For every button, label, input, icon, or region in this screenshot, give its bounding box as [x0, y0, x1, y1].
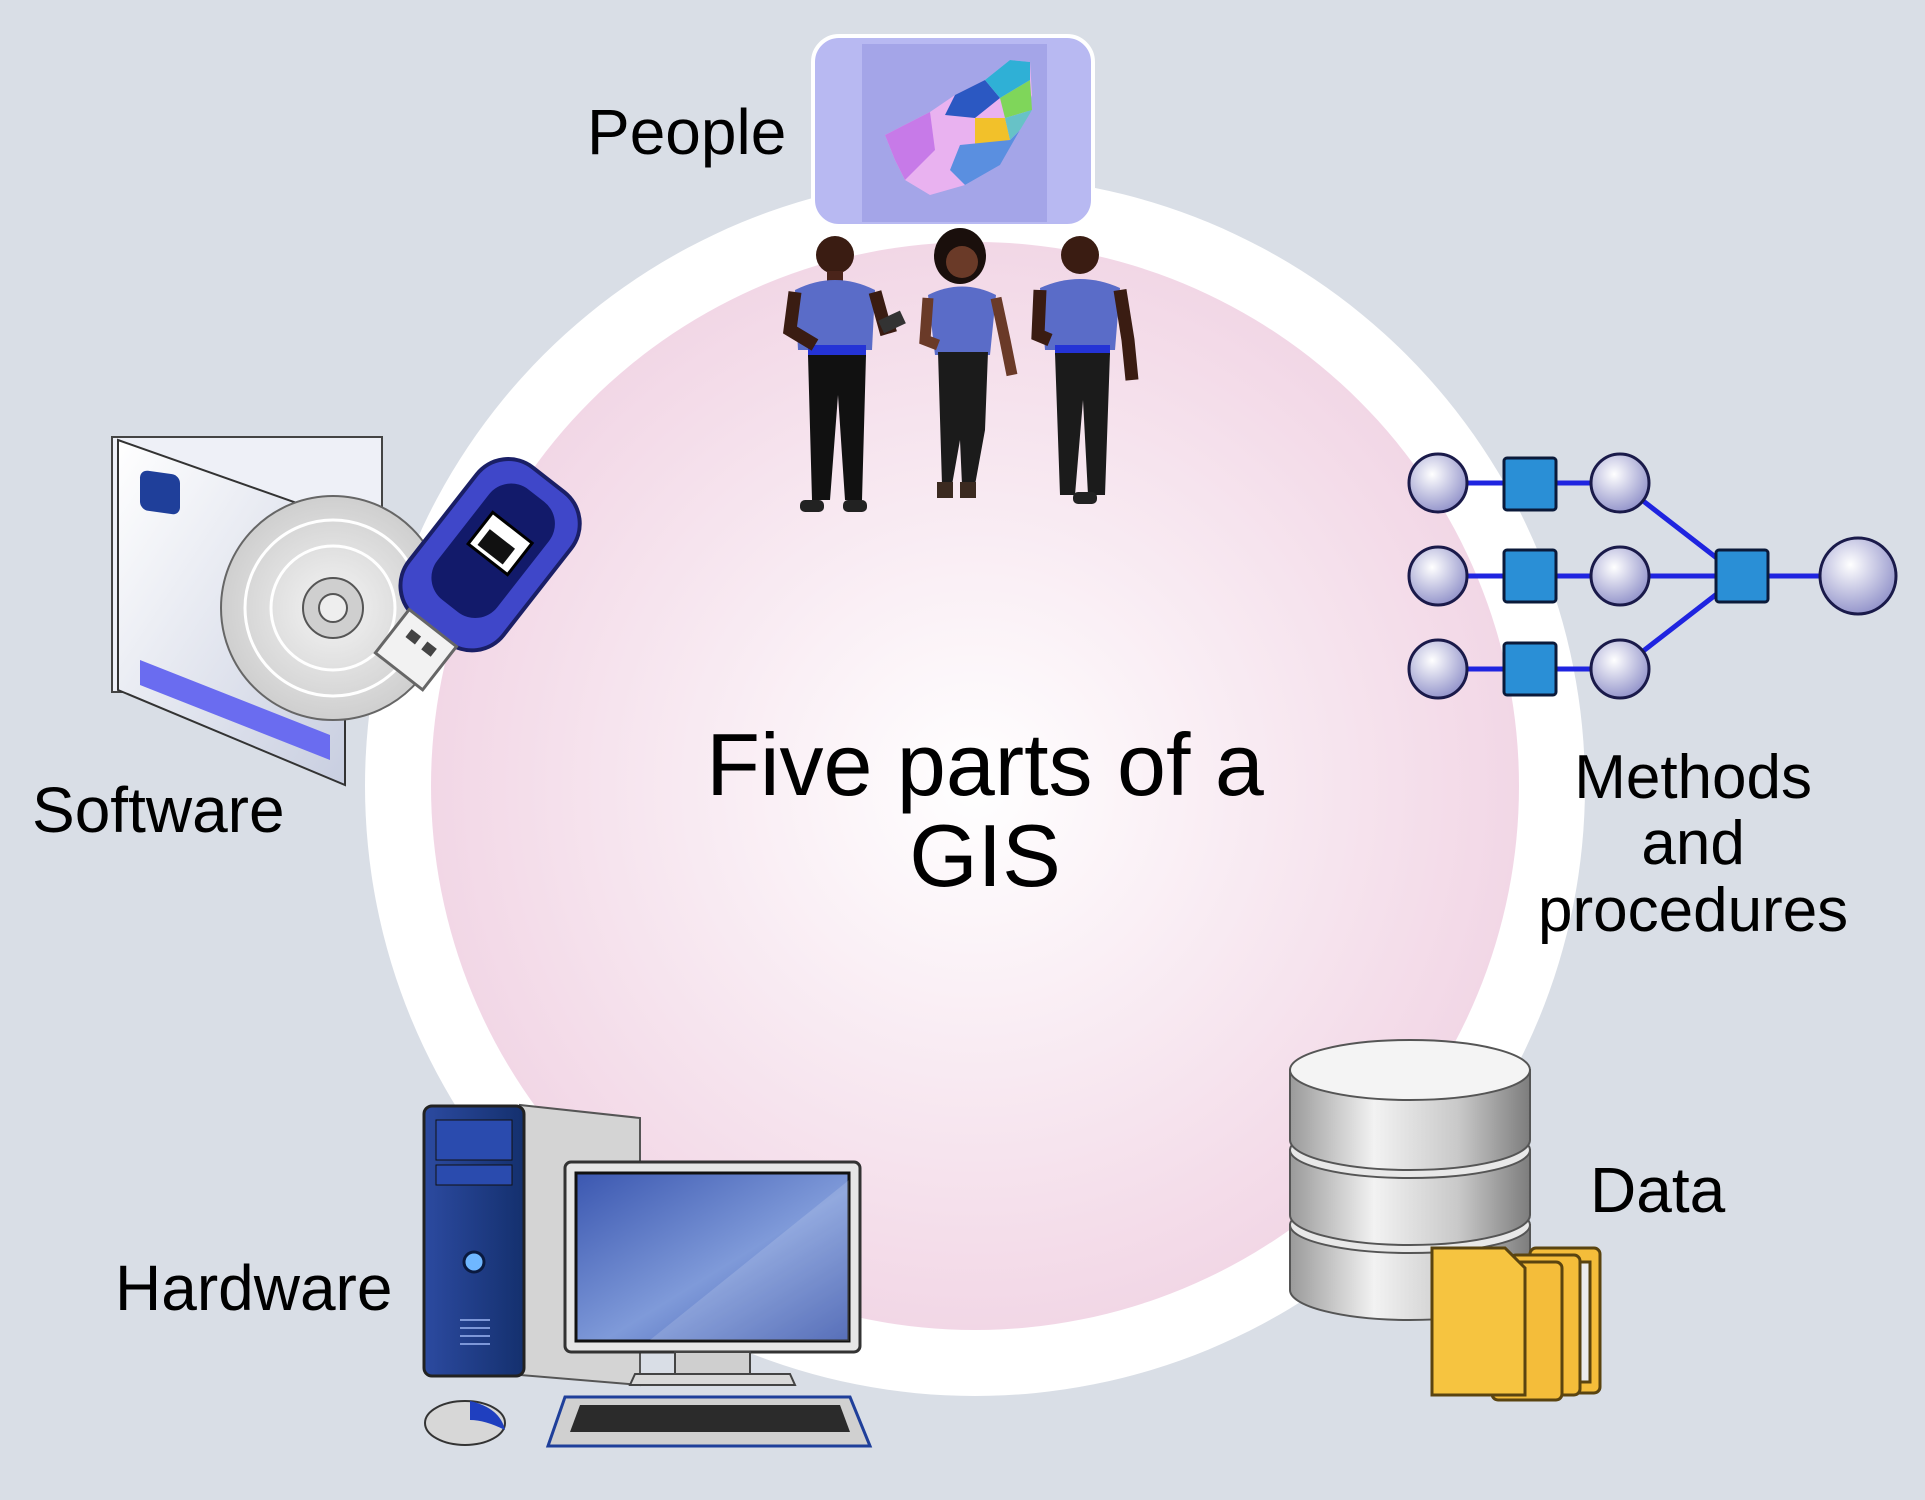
title-line-1: Five parts of a	[706, 715, 1264, 814]
methods-label-line-2: and	[1641, 809, 1745, 879]
person-icon	[919, 228, 1018, 498]
people-illustration	[782, 228, 1139, 512]
methods-label: Methods and procedures	[1538, 743, 1849, 945]
center-circle	[431, 242, 1519, 1330]
hardware-label: Hardware	[115, 1252, 393, 1324]
process-node	[1818, 536, 1898, 616]
methods-label-line-3: procedures	[1538, 875, 1849, 945]
methods-label-line-1: Methods	[1574, 743, 1812, 812]
process-node	[1407, 545, 1469, 607]
data-label: Data	[1590, 1154, 1726, 1226]
software-label: Software	[32, 774, 285, 846]
process-step	[1502, 641, 1558, 697]
person-icon	[1031, 236, 1139, 504]
folders-icon	[1430, 1246, 1602, 1402]
person-icon	[782, 236, 906, 512]
keyboard-icon	[545, 1395, 873, 1448]
usb-drive-icon	[373, 457, 582, 692]
monitor-icon	[563, 1160, 862, 1386]
process-node	[1589, 638, 1651, 700]
title-line-2: GIS	[909, 805, 1061, 905]
process-node	[1407, 452, 1469, 514]
process-step	[1502, 548, 1558, 604]
south-africa-map-icon	[811, 34, 1095, 228]
process-node	[1589, 452, 1651, 514]
process-node	[1589, 545, 1651, 607]
methods-flowchart-icon	[1407, 452, 1898, 700]
software-cd-case-icon	[111, 436, 446, 787]
people-label: People	[587, 96, 787, 168]
power-button-icon	[462, 1250, 486, 1274]
diagram-title: Five parts of a GIS	[560, 715, 1410, 905]
process-step	[1502, 456, 1558, 512]
mouse-icon	[424, 1400, 506, 1446]
process-step	[1714, 548, 1770, 604]
process-node	[1407, 638, 1469, 700]
